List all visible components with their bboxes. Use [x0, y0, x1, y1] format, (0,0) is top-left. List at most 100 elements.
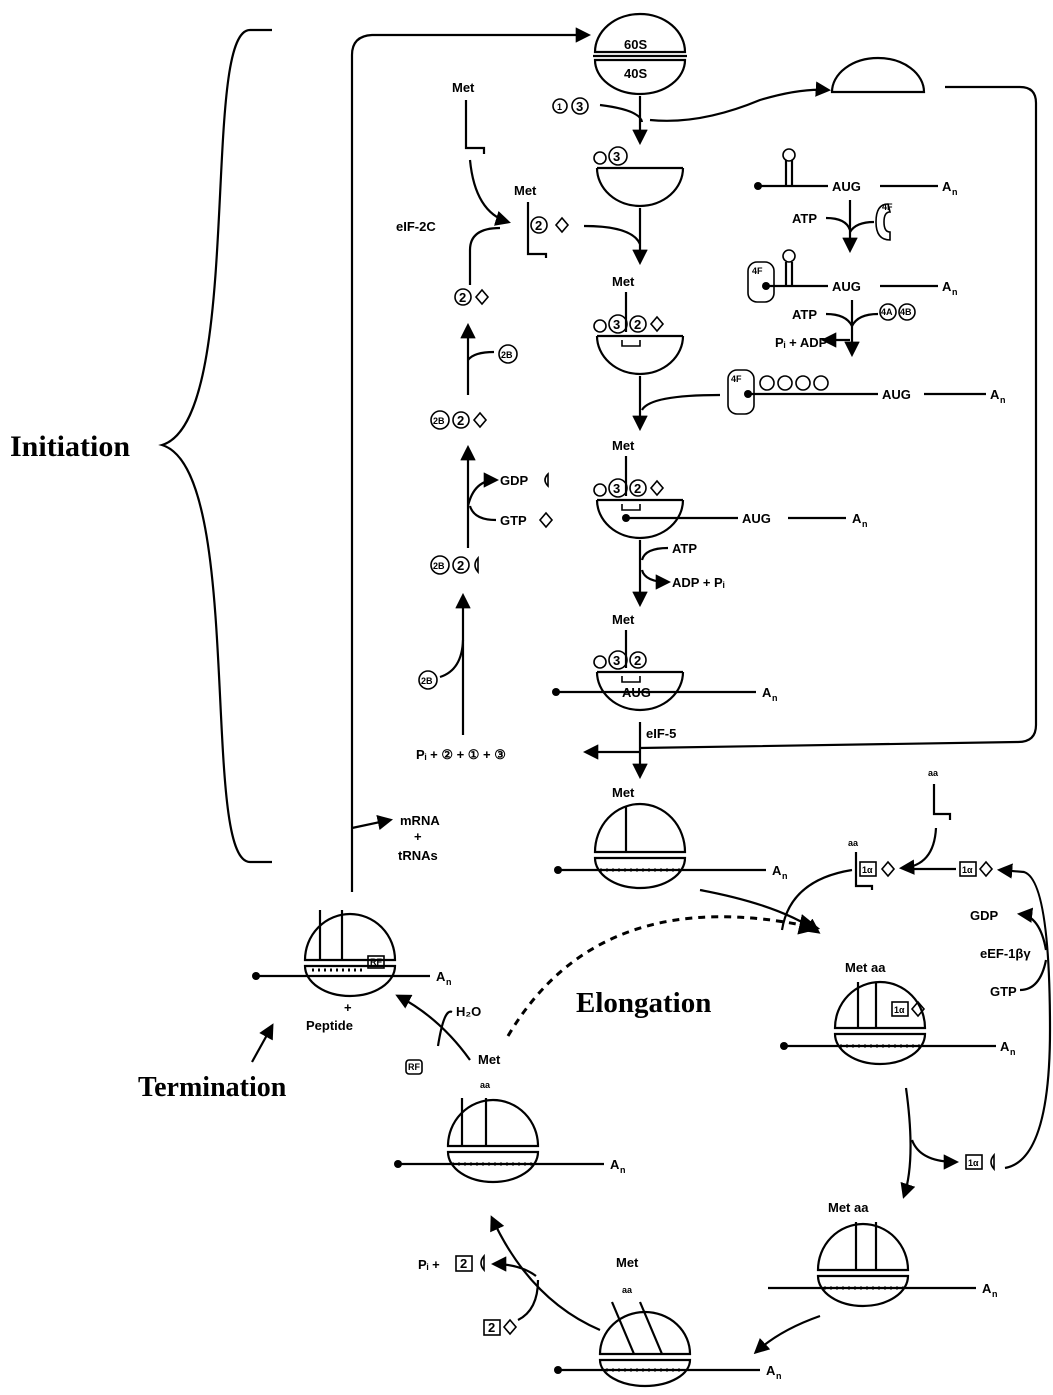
- free-60s-subunit: [830, 56, 926, 94]
- pi-factor-release-label: Pᵢ + ② + ① + ③: [416, 747, 506, 762]
- factor-2b-entry: [418, 670, 438, 690]
- adp-pi-label: ADP + Pᵢ: [672, 575, 725, 590]
- 40s-with-eif1-eif3: 3: [593, 146, 685, 208]
- eef1a-ternary: [854, 852, 896, 890]
- factor-2b-text: 2B: [433, 561, 445, 571]
- gtp-label-2: GTP: [990, 984, 1017, 999]
- an-label-7: A: [1000, 1039, 1010, 1054]
- an-label-3: A: [990, 387, 1000, 402]
- factor-2-text: 2: [488, 1320, 495, 1335]
- an-sub-2: n: [952, 287, 958, 297]
- gdp-symbol-3: [480, 1253, 485, 1273]
- an-sub-11: n: [446, 977, 452, 987]
- termination-arrow: [251, 1023, 274, 1063]
- ribosome-translocation: [554, 1301, 760, 1388]
- gtp-entry-arrow: [468, 505, 497, 522]
- rf-entry-line: [436, 1010, 453, 1047]
- factor-3-text: 3: [613, 149, 620, 164]
- ternary-complex: 2: [526, 202, 570, 258]
- an-sub-7: n: [1010, 1047, 1016, 1057]
- factor-4a-entry: [879, 303, 897, 321]
- an-label-5: A: [762, 685, 772, 700]
- met-label-post: Met: [478, 1052, 501, 1067]
- an-sub-9: n: [776, 1371, 782, 1381]
- mrna-with-4f: [747, 249, 938, 303]
- eif3-entry-arrow: [599, 103, 644, 123]
- eif2c-join-line: [468, 226, 501, 285]
- atp-entry-2: [825, 312, 853, 327]
- met-label-trans: Met: [616, 1255, 639, 1270]
- atp-label-2: ATP: [792, 307, 817, 322]
- ribosome-80s-top: 60S 40S: [593, 12, 687, 96]
- ribosome-a-site-binding: [780, 980, 996, 1066]
- an-label-8: A: [982, 1281, 992, 1296]
- an-label-11: A: [436, 969, 446, 984]
- factor-3-text: 3: [613, 481, 620, 496]
- factor-2b-released: [498, 344, 518, 364]
- aa-label-trans: aa: [622, 1285, 633, 1295]
- eif4a-4b-entry: [851, 312, 879, 327]
- adp-pi-release-arrow: [640, 569, 672, 590]
- 60s-return-line: [639, 85, 1038, 750]
- met-label-ternary: Met: [514, 183, 537, 198]
- initiation-to-elongation-arrow: [699, 888, 821, 934]
- eef1a-gdp-release-arrow: [910, 1139, 960, 1170]
- translocation-arrow: [490, 1215, 601, 1332]
- eef2-entry-line: [517, 1279, 540, 1321]
- an-sub-10: n: [620, 1165, 626, 1175]
- an-label-2: A: [942, 279, 952, 294]
- eif2c-label: eIF-2C: [396, 219, 436, 234]
- 48s-at-aug: 3 2: [552, 630, 756, 712]
- eef1-label: eEF-1βγ: [980, 946, 1031, 961]
- elongation-label: Elongation: [576, 987, 711, 1019]
- an-sub-3: n: [1000, 395, 1006, 405]
- aa-trna-glyph: [932, 784, 952, 820]
- mrna-free: [754, 148, 938, 190]
- gtp-label: GTP: [500, 513, 527, 528]
- aa-label-ternary: aa: [848, 838, 859, 848]
- eef1a-gtp-node: [959, 860, 994, 878]
- pi-eef2-label: Pᵢ +: [418, 1257, 440, 1272]
- recycle-line: [350, 27, 592, 892]
- factor-rf-text: RF: [408, 1062, 420, 1072]
- aa-label-top: aa: [928, 768, 939, 778]
- ternary-join-arrow: [583, 224, 642, 245]
- trnas-label: tRNAs: [398, 848, 438, 863]
- atp-entry-1: [825, 216, 852, 231]
- factor-2b-text: 2B: [421, 676, 433, 686]
- factor-4b-text: 4B: [900, 307, 912, 317]
- factor-4f-text: 4F: [882, 202, 893, 212]
- an-sub-1: n: [952, 187, 958, 197]
- release-factor-entry: [405, 1059, 423, 1075]
- ribosome-termination: [252, 910, 430, 998]
- an-label-4: A: [852, 511, 862, 526]
- gtp-entry-2: [1019, 959, 1048, 992]
- atp-label-3: ATP: [672, 541, 697, 556]
- an-label-10: A: [610, 1157, 620, 1172]
- aug-label-4: AUG: [742, 511, 771, 526]
- factor-1-text: 1: [557, 102, 562, 112]
- to-translocation-arrow: [753, 1314, 821, 1355]
- an-label-9: A: [766, 1363, 776, 1378]
- eif2b-eif2-gdp-node: 2B 2: [430, 555, 479, 575]
- peptide-label: Peptide: [306, 1018, 353, 1033]
- met-label-aug: Met: [612, 612, 635, 627]
- an-label-1: A: [942, 179, 952, 194]
- factor-3-text: 3: [576, 99, 583, 114]
- factor-2-text: 2: [634, 317, 641, 332]
- factor-2b-text: 2B: [501, 350, 513, 360]
- mrna-join-arrow: [641, 393, 721, 411]
- eif2b-eif2-gtp-node: 2B 2: [430, 410, 488, 430]
- ribosome-post-translocation: [394, 1098, 604, 1184]
- met-aa-label-1: Met aa: [845, 960, 886, 975]
- met-aa-label-2: Met aa: [828, 1200, 869, 1215]
- 43s-complex: 3 2: [593, 292, 685, 376]
- eef2-gdp-release-arrow: [490, 1256, 537, 1277]
- factor-2b-text: 2B: [433, 416, 445, 426]
- aug-label-2: AUG: [832, 279, 861, 294]
- eif2b-entry-branch: [439, 639, 465, 679]
- factor-4f-text: 4F: [731, 374, 742, 384]
- 60s-release-arrow: [649, 81, 832, 122]
- eif2-gtp-node: 2: [454, 288, 490, 306]
